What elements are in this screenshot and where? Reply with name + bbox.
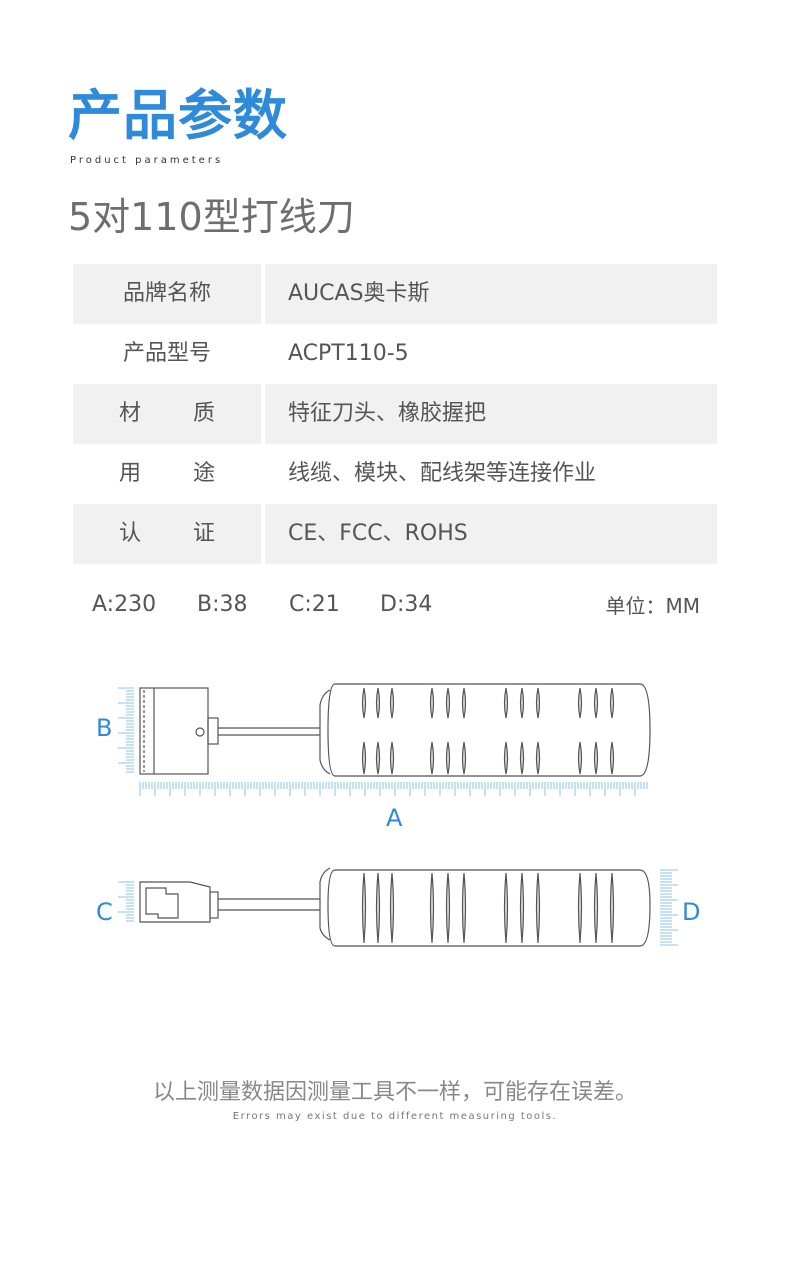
handle-groove — [593, 741, 599, 775]
tool-handle — [327, 869, 651, 947]
label-char: 途 — [192, 461, 215, 486]
product-name: 5对110型打线刀 — [68, 195, 355, 239]
handle-groove — [361, 687, 367, 719]
handle-groove — [445, 687, 451, 719]
label-char: 用 — [119, 461, 142, 486]
spec-label: 材质 — [73, 384, 261, 444]
handle-groove — [503, 687, 509, 719]
tool-head — [139, 687, 209, 775]
label-d: D — [682, 898, 700, 926]
spec-table: 品牌名称 AUCAS奥卡斯 产品型号 ACPT110-5 材质 特征刀头、橡胶握… — [73, 264, 717, 564]
handle-groove — [361, 741, 367, 775]
handle-groove — [519, 687, 525, 719]
tool-diagram: B A C D — [96, 683, 700, 947]
spec-row-material: 材质 特征刀头、橡胶握把 — [73, 384, 717, 444]
dim-a: A:230 — [92, 592, 157, 617]
handle-groove — [389, 872, 395, 944]
handle-groove — [503, 872, 509, 944]
handle-groove — [375, 687, 381, 719]
handle-groove — [375, 741, 381, 775]
label-a: A — [386, 804, 403, 832]
measurement-rulers — [118, 687, 678, 946]
handle-groove — [609, 872, 615, 944]
spec-row-certification: 认证 CE、FCC、ROHS — [73, 504, 717, 564]
page-subtitle: Product parameters — [70, 155, 224, 166]
handle-groove — [519, 872, 525, 944]
spec-label: 认证 — [73, 504, 261, 564]
handle-groove — [461, 741, 467, 775]
handle-groove — [535, 741, 541, 775]
spec-label: 产品型号 — [122, 341, 211, 366]
handle-groove — [389, 741, 395, 775]
handle-groove — [593, 687, 599, 719]
handle-groove — [609, 741, 615, 775]
handle-groove — [375, 872, 381, 944]
spec-row-brand: 品牌名称 AUCAS奥卡斯 — [73, 264, 717, 324]
handle-groove — [577, 741, 583, 775]
handle-groove — [535, 687, 541, 719]
spec-row-usage: 用途 线缆、模块、配线架等连接作业 — [73, 444, 717, 504]
label-b: B — [96, 714, 112, 742]
handle-groove — [593, 872, 599, 944]
label-char: 证 — [192, 521, 215, 546]
tool-side-view — [139, 867, 651, 947]
spec-value: AUCAS奥卡斯 — [265, 264, 717, 324]
handle-groove — [429, 741, 435, 775]
screw-icon — [195, 727, 205, 737]
dim-d: D:34 — [380, 592, 433, 617]
spec-value: CE、FCC、ROHS — [265, 504, 717, 564]
spec-row-model: 产品型号 ACPT110-5 — [73, 324, 717, 384]
handle-groove — [609, 687, 615, 719]
label-char: 认 — [119, 521, 142, 546]
page-title: 产品参数 — [68, 84, 288, 147]
footer-note-cn: 以上测量数据因测量工具不一样，可能存在误差。 — [152, 1080, 637, 1105]
spec-label: 品牌名称 — [73, 264, 261, 324]
spec-value: ACPT110-5 — [288, 341, 409, 366]
label-c: C — [96, 898, 113, 926]
handle-groove — [445, 872, 451, 944]
spec-value: 线缆、模块、配线架等连接作业 — [288, 461, 597, 486]
tool-top-view — [139, 683, 651, 777]
dim-unit: 单位：MM — [605, 594, 700, 618]
handle-groove — [577, 872, 583, 944]
label-char: 质 — [192, 401, 215, 426]
handle-groove — [389, 687, 395, 719]
handle-groove — [445, 741, 451, 775]
handle-groove — [577, 687, 583, 719]
handle-groove — [361, 872, 367, 944]
handle-groove — [535, 872, 541, 944]
dim-b: B:38 — [197, 592, 248, 617]
handle-groove — [503, 741, 509, 775]
tool-handle — [327, 683, 651, 777]
handle-groove — [461, 687, 467, 719]
handle-groove — [429, 687, 435, 719]
handle-groove — [461, 872, 467, 944]
spec-value: 特征刀头、橡胶握把 — [265, 384, 717, 444]
handle-groove — [519, 741, 525, 775]
dim-c: C:21 — [289, 592, 340, 617]
spec-label: 用途 — [73, 444, 261, 504]
handle-groove — [429, 872, 435, 944]
label-char: 材 — [119, 401, 142, 426]
footer-note-en: Errors may exist due to different measur… — [232, 1111, 558, 1122]
